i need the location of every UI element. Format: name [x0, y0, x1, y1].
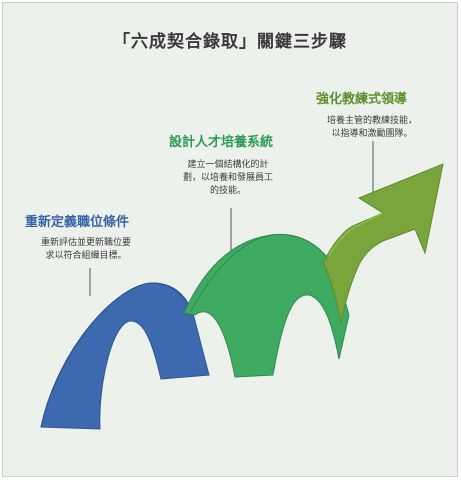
- step2-ribbon: [183, 233, 350, 378]
- step1-title: 重新定義職位條件: [25, 215, 130, 230]
- step2-title: 設計人才培養系統: [169, 135, 274, 150]
- diagram-frame: 「六成契合錄取」關鍵三步驟 重新定義職位條件 重新評估並更新職位要 求以符合組織…: [2, 2, 458, 477]
- step2-description: 建立一個結構化的計 劃，以培養和發展員工 的技能。: [182, 160, 273, 196]
- step1-ribbon: [40, 282, 210, 430]
- diagram-title: 「六成契合錄取」關鍵三步驟: [113, 32, 347, 52]
- step3-description: 培養主管的教練技能， 以指導和激勵團隊。: [326, 116, 417, 139]
- step1-description: 重新評估並更新職位要 求以符合組織目標。: [40, 238, 131, 261]
- step-ribbon-graphic: [40, 141, 444, 430]
- step3-arrow: [322, 163, 444, 324]
- step3-title: 強化教練式領導: [316, 92, 408, 107]
